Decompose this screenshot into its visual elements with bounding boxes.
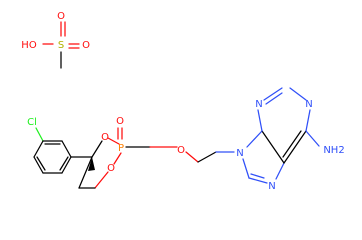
atom-o-sulfonyl-top: O bbox=[57, 11, 65, 22]
atom-n9: N bbox=[236, 148, 243, 159]
atom-cl: Cl bbox=[27, 117, 37, 128]
ring-bond-5 bbox=[61, 140, 72, 158]
bond-c8-n7 bbox=[248, 177, 268, 184]
bond-c6-nh2 bbox=[305, 130, 320, 147]
ether-linker: O bbox=[149, 145, 235, 163]
atom-o-sulfonyl-right: O bbox=[82, 40, 90, 51]
atom-s: S bbox=[58, 40, 64, 51]
atom-o-ring-upper: O bbox=[101, 132, 109, 143]
atom-ho: HO bbox=[21, 40, 37, 51]
bond-ch2-ch2 bbox=[197, 151, 217, 163]
bond-n9-c4 bbox=[246, 130, 263, 148]
ring-bond-1 bbox=[33, 140, 44, 158]
bond-o-p-upper bbox=[107, 137, 120, 145]
bond-n3-c2 bbox=[263, 87, 283, 101]
dioxaphosphinane-ring: O O P O bbox=[78, 116, 151, 189]
molecule-structure-diagram: HO S O O Cl bbox=[21, 11, 345, 192]
bond-p-o-lower bbox=[113, 152, 122, 165]
ring-bond-4 bbox=[61, 156, 72, 174]
atom-nh2: NH2 bbox=[323, 145, 344, 156]
ring-bond-4-inner bbox=[59, 156, 69, 171]
atom-o-ring-lower: O bbox=[107, 163, 115, 174]
bond-cl-c bbox=[35, 127, 44, 142]
atom-p: P bbox=[118, 143, 124, 154]
atom-n3: N bbox=[255, 99, 262, 110]
bond-n3-c2-inner bbox=[265, 92, 283, 105]
chlorophenyl-ring: Cl bbox=[27, 117, 93, 174]
bond-c5-c4 bbox=[261, 130, 285, 164]
atom-n7: N bbox=[268, 181, 275, 192]
bond-c4-o-upper bbox=[91, 140, 103, 158]
bond-c6-c5-inner bbox=[282, 130, 302, 158]
ring-bond-2 bbox=[33, 156, 44, 174]
bond-n9-c8 bbox=[242, 158, 250, 179]
atom-o-phosphoryl: O bbox=[116, 116, 124, 127]
atom-o-ether: O bbox=[177, 145, 185, 156]
adenine-ring: N N N N NH2 bbox=[236, 87, 345, 192]
bond-c6-c5 bbox=[283, 130, 307, 164]
bond-o-lower-c bbox=[94, 171, 109, 189]
bond-n7-c5 bbox=[275, 162, 285, 180]
stereo-wedge bbox=[88, 157, 95, 171]
atom-n1: N bbox=[305, 99, 312, 110]
bond-c2-n1 bbox=[289, 87, 307, 101]
bond-o-ch2 bbox=[185, 151, 199, 163]
bond-c8-n7-inner bbox=[250, 173, 265, 179]
structure-svg: HO S O O Cl bbox=[21, 11, 345, 192]
bond-n1-c6 bbox=[305, 109, 311, 132]
methanesulfonic-acid: HO S O O bbox=[21, 11, 90, 69]
bond-c4-n3 bbox=[257, 109, 263, 132]
ring-bond-2-inner bbox=[36, 156, 46, 171]
bond-c-c4 bbox=[78, 156, 93, 189]
